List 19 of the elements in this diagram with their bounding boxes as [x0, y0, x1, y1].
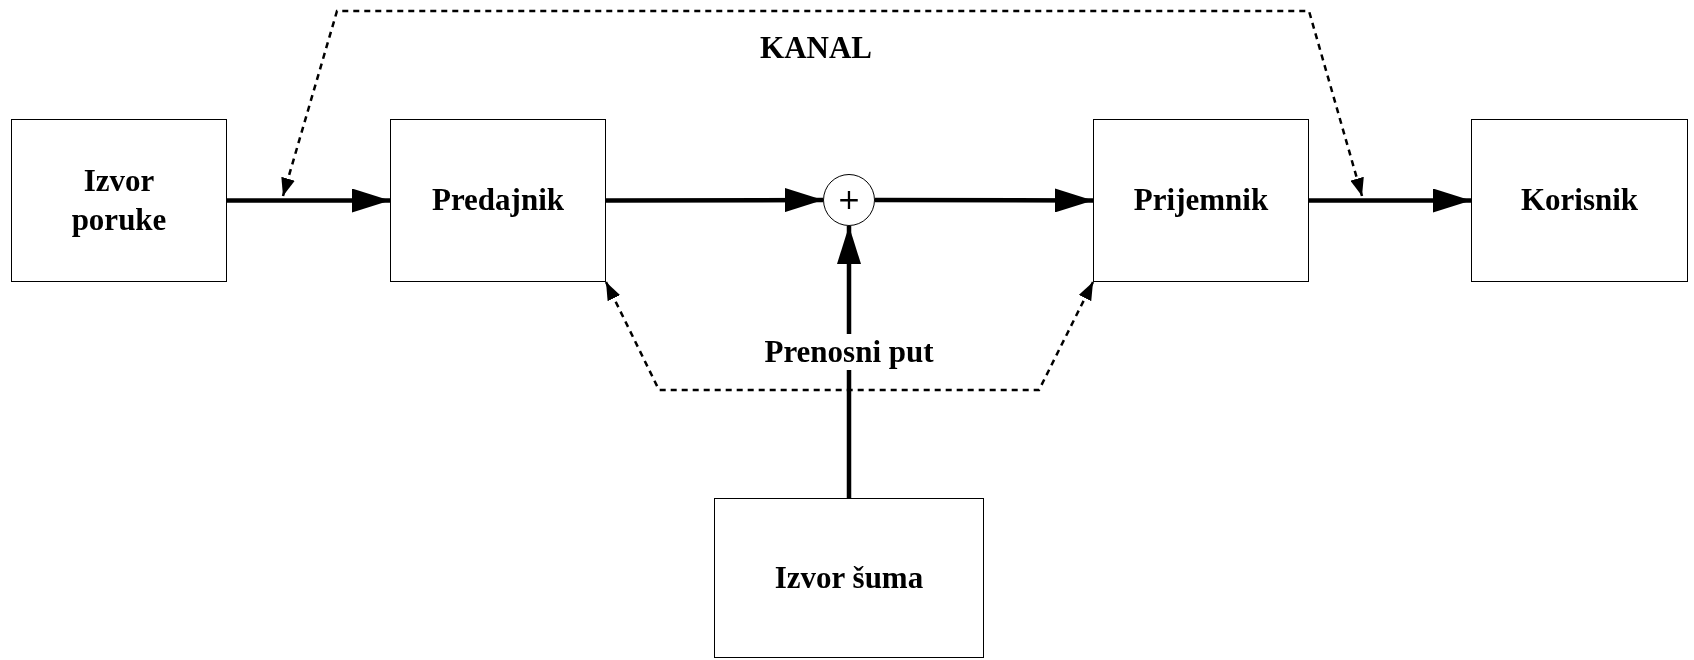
arrow	[837, 226, 861, 498]
block-box	[11, 119, 227, 282]
arrow	[875, 188, 1093, 213]
block-label: Prijemnik	[1133, 181, 1269, 220]
block-box	[1093, 119, 1309, 282]
arrow	[1309, 188, 1471, 213]
block-label: Izvor poruke	[70, 161, 168, 239]
block-label: Izvor šuma	[774, 558, 924, 597]
channel-label: KANAL	[760, 30, 872, 66]
summing-junction	[823, 174, 875, 226]
block-box	[390, 119, 606, 282]
arrow	[606, 188, 823, 213]
block-label: +	[837, 186, 861, 214]
dashed-arrow	[604, 281, 1095, 392]
block-label: Predajnik	[431, 181, 565, 220]
block-label: Korisnik	[1520, 181, 1639, 220]
arrow	[227, 188, 390, 213]
block-box	[714, 498, 984, 658]
block-box	[1471, 119, 1688, 282]
